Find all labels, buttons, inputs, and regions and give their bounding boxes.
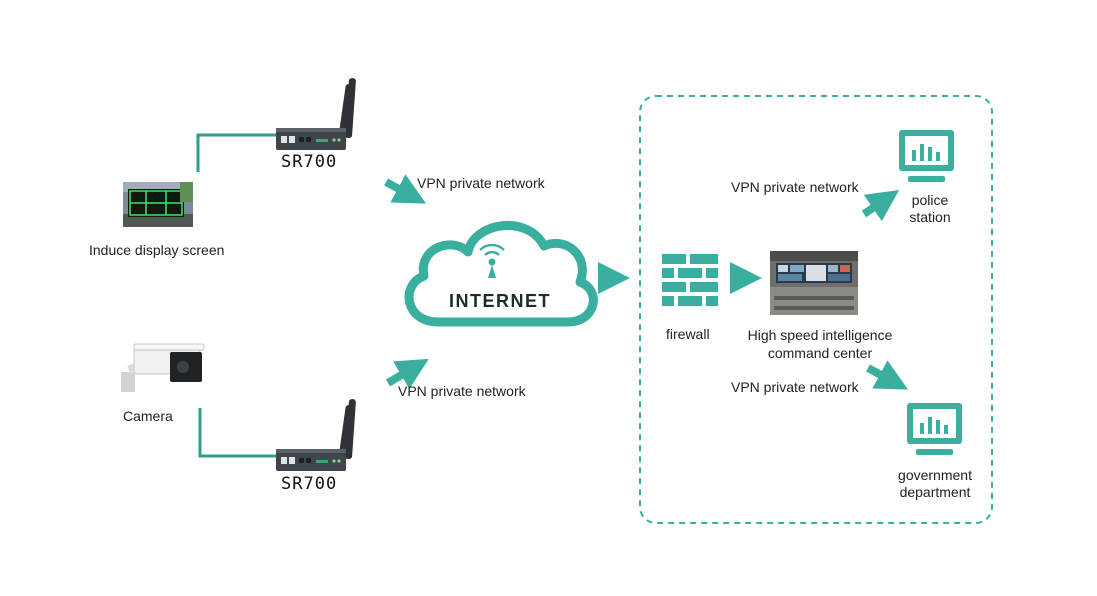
internet-cloud-icon xyxy=(404,220,598,327)
router-top-icon xyxy=(276,78,356,150)
firewall-icon xyxy=(662,254,718,306)
command-center-label-line1: High speed intelligence xyxy=(747,327,893,343)
arrow-to-government xyxy=(866,360,909,390)
government-monitor-icon xyxy=(907,403,962,455)
router-top-label: SR700 xyxy=(281,152,338,172)
router-bottom-label: SR700 xyxy=(281,474,338,494)
government-label: government department xyxy=(880,467,990,500)
vpn-police-label: VPN private network xyxy=(731,179,859,195)
camera-image xyxy=(121,343,205,392)
command-center-label: High speed intelligence command center xyxy=(740,327,900,361)
command-center-label-line2: command center xyxy=(767,345,873,361)
camera-label: Camera xyxy=(123,408,173,424)
screen-router-link xyxy=(196,133,276,172)
government-label-line1: government xyxy=(898,467,972,483)
police-monitor-icon xyxy=(899,130,954,182)
camera-router-link xyxy=(198,408,276,458)
arrow-router-to-internet-bottom xyxy=(385,358,429,389)
internet-label: INTERNET xyxy=(449,291,551,311)
datacenter-boundary xyxy=(639,95,993,524)
firewall-label: firewall xyxy=(666,326,710,342)
arrow-router-to-internet-top xyxy=(384,174,427,204)
vpn-government-label: VPN private network xyxy=(731,379,859,395)
police-label-line2: station xyxy=(909,209,951,225)
police-label-line1: police xyxy=(911,192,949,208)
vpn-bottom-label: VPN private network xyxy=(398,383,526,399)
arrow-to-police xyxy=(861,189,900,222)
induce-screen-image xyxy=(123,182,193,227)
police-label: police station xyxy=(890,192,970,225)
vpn-top-label: VPN private network xyxy=(417,175,545,191)
router-bottom-icon xyxy=(276,399,356,471)
induce-screen-label: Induce display screen xyxy=(89,242,225,258)
command-center-image xyxy=(770,251,858,315)
government-label-line2: department xyxy=(899,484,971,500)
